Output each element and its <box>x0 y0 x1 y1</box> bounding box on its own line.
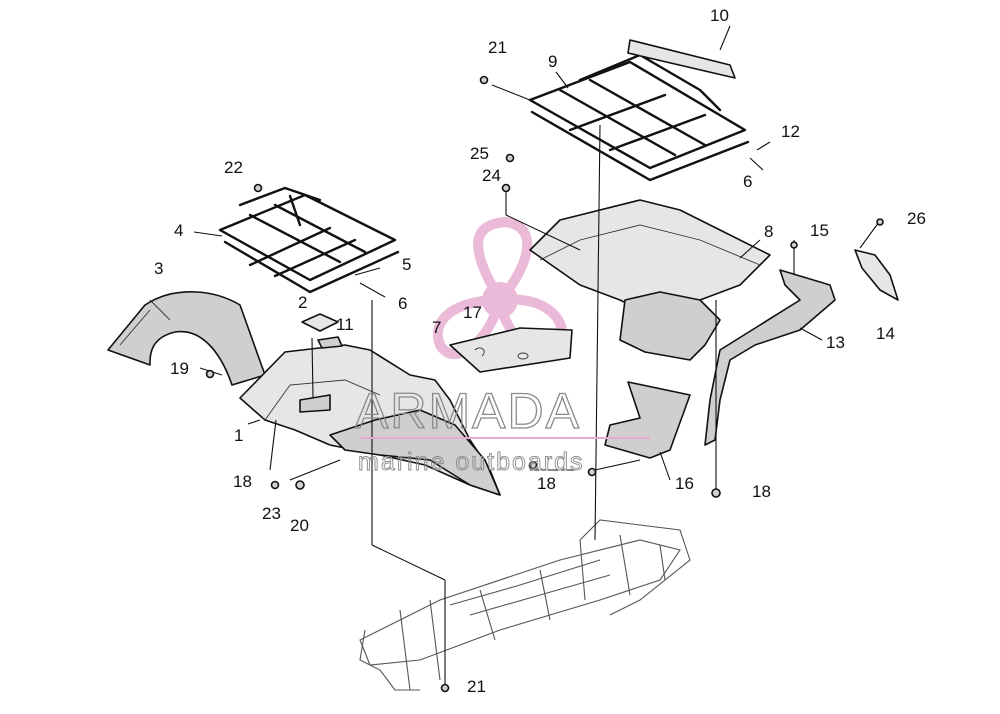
callout-17: 17 <box>463 303 482 322</box>
callout-18-center: 18 <box>537 474 556 493</box>
watermark-brand: ARMADA <box>355 383 581 439</box>
callout-5: 5 <box>402 255 411 274</box>
front-fender-left <box>107 291 266 386</box>
callout-23: 23 <box>262 504 281 523</box>
callout-10: 10 <box>710 6 729 25</box>
callout-labels: 1 2 3 4 5 6 6 7 8 9 10 11 12 13 14 15 16… <box>154 6 926 696</box>
callout-8: 8 <box>764 222 773 241</box>
callout-11: 11 <box>336 315 354 334</box>
front-rack <box>218 186 400 294</box>
callout-18-left: 18 <box>233 472 252 491</box>
callout-22: 22 <box>224 158 243 177</box>
fender-flare <box>704 269 836 446</box>
rear-fender-side <box>604 381 691 459</box>
callout-6-rear: 6 <box>743 172 752 191</box>
rear-rack <box>528 53 750 182</box>
side-panel-left <box>449 327 573 373</box>
cover-plate <box>301 313 339 332</box>
rear-fender <box>529 199 771 361</box>
callout-2: 2 <box>298 293 307 312</box>
callout-1: 1 <box>234 426 243 445</box>
callout-25: 25 <box>470 144 489 163</box>
callout-18-right: 18 <box>752 482 771 501</box>
mud-flap <box>854 249 899 301</box>
callout-3: 3 <box>154 259 163 278</box>
callout-21-top: 21 <box>488 38 507 57</box>
callout-12: 12 <box>781 122 800 141</box>
frame-assembly <box>359 519 691 691</box>
watermark-tagline: marine outboards <box>358 448 585 476</box>
callout-16: 16 <box>675 474 694 493</box>
callout-13: 13 <box>826 333 845 352</box>
rack-pad <box>627 39 736 79</box>
callout-4: 4 <box>174 221 183 240</box>
callout-9: 9 <box>548 52 557 71</box>
callout-7: 7 <box>432 318 441 337</box>
callout-6-front: 6 <box>398 294 407 313</box>
callout-14: 14 <box>876 324 895 343</box>
callout-21-bottom: 21 <box>467 677 486 696</box>
decal <box>317 336 343 349</box>
callout-19: 19 <box>170 359 189 378</box>
fasteners <box>205 75 884 693</box>
callout-26: 26 <box>907 209 926 228</box>
callout-15: 15 <box>810 221 829 240</box>
callout-20: 20 <box>290 516 309 535</box>
callout-24: 24 <box>482 166 501 185</box>
